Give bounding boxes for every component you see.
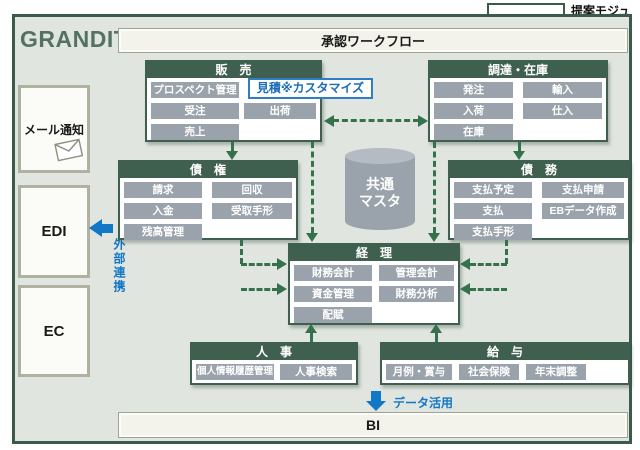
module-button: 管理会計 bbox=[379, 265, 454, 281]
arrow-procurement-accounting-head bbox=[428, 233, 440, 242]
arrow-receivables-accounting-h2 bbox=[241, 288, 278, 291]
module-sales: 販 売 プロスペクト管理 受注 出荷 売上 bbox=[145, 60, 322, 142]
module-button: 仕入 bbox=[523, 103, 602, 119]
module-payroll-body: 月例・賞与 社会保険 年末調整 bbox=[382, 360, 628, 383]
arrow-sales-procurement-left-head bbox=[324, 115, 334, 127]
mail-notification-box: メール通知 bbox=[18, 85, 90, 173]
module-button: 月例・賞与 bbox=[386, 364, 452, 380]
external-link-label: 外部連携 bbox=[112, 238, 126, 294]
module-button: 支払手形 bbox=[454, 224, 532, 240]
module-payroll: 月例・賞与 社会保険 年末調整 給 与 bbox=[380, 342, 630, 385]
arrow-receivables-accounting-head2 bbox=[277, 283, 287, 295]
module-button: 社会保険 bbox=[459, 364, 519, 380]
module-receivables-title: 債 権 bbox=[120, 162, 296, 178]
arrow-receivables-accounting-v bbox=[240, 240, 243, 264]
module-hr-title: 人 事 bbox=[192, 344, 356, 360]
ec-box: EC bbox=[18, 285, 90, 377]
module-button: 受注 bbox=[151, 103, 239, 119]
arrow-receivables-accounting-head1 bbox=[277, 258, 287, 270]
module-button: 輸入 bbox=[523, 82, 602, 98]
arrow-procurement-accounting-line bbox=[433, 142, 436, 233]
envelope-icon bbox=[54, 138, 84, 165]
arrow-sales-receivables-line bbox=[231, 142, 234, 152]
arrow-payables-accounting-head2 bbox=[460, 283, 470, 295]
arrow-payables-accounting-h2 bbox=[470, 288, 507, 291]
module-button: 資金管理 bbox=[294, 286, 372, 302]
bi-bar: BI bbox=[118, 412, 628, 438]
edi-label: EDI bbox=[41, 223, 67, 240]
module-payroll-title: 給 与 bbox=[382, 344, 628, 360]
module-hr: 人 事 個人情報履歴管理 人事検索 bbox=[190, 342, 358, 385]
module-payables-title: 債 務 bbox=[450, 162, 628, 178]
arrow-receivables-accounting-h1 bbox=[241, 263, 278, 266]
arrow-payables-accounting-head1 bbox=[460, 258, 470, 270]
ec-label: EC bbox=[43, 322, 65, 340]
data-usage-arrow-icon bbox=[366, 401, 386, 411]
module-hr-body: 個人情報履歴管理 人事検索 bbox=[192, 360, 356, 383]
module-button: 入金 bbox=[124, 203, 202, 219]
mail-notification-label: メール通知 bbox=[23, 122, 84, 137]
module-receivables: 債 権 請求 回収 入金 受取手形 残高管理 bbox=[118, 160, 298, 240]
arrow-hr-accounting-line bbox=[310, 333, 313, 342]
module-button: プロスペクト管理 bbox=[151, 82, 239, 98]
arrow-sales-receivables-head bbox=[226, 151, 238, 160]
module-button: 発注 bbox=[434, 82, 513, 98]
module-button: 請求 bbox=[124, 182, 202, 198]
arrow-sales-accounting-head bbox=[306, 233, 318, 242]
arrow-payables-accounting-h1 bbox=[470, 263, 507, 266]
approval-workflow-label: 承認ワークフロー bbox=[320, 34, 425, 49]
arrow-payroll-accounting-head bbox=[430, 324, 442, 333]
module-button: 財務会計 bbox=[294, 265, 372, 281]
module-accounting-title: 経 理 bbox=[290, 245, 458, 261]
module-button: 在庫 bbox=[434, 124, 513, 140]
module-receivables-body: 請求 回収 入金 受取手形 残高管理 bbox=[120, 178, 296, 243]
common-master-label: 共通 マスタ bbox=[359, 176, 401, 209]
module-procurement: 調達・在庫 発注 輸入 入荷 仕入 在庫 bbox=[428, 60, 608, 142]
data-usage-label: データ活用 bbox=[393, 396, 454, 410]
module-button: 支払申請 bbox=[542, 182, 624, 198]
arrow-payables-accounting-v bbox=[505, 240, 508, 264]
module-button: EBデータ作成 bbox=[542, 203, 624, 219]
arrow-payroll-accounting-line bbox=[435, 333, 438, 342]
module-sales-body: プロスペクト管理 受注 出荷 売上 bbox=[147, 78, 320, 143]
module-button: 年末調整 bbox=[526, 364, 586, 380]
external-link-arrow-bar bbox=[102, 224, 113, 233]
data-usage-arrow-bar bbox=[371, 391, 381, 401]
module-button: 出荷 bbox=[244, 103, 316, 119]
module-button: 財務分析 bbox=[379, 286, 454, 302]
module-button: 個人情報履歴管理 bbox=[196, 364, 274, 380]
module-button: 人事検索 bbox=[280, 364, 352, 380]
module-button: 配賦 bbox=[294, 307, 372, 323]
external-link-arrow-icon bbox=[89, 219, 102, 237]
module-procurement-body: 発注 輸入 入荷 仕入 在庫 bbox=[430, 78, 606, 143]
module-sales-title: 販 売 bbox=[147, 62, 320, 78]
module-button: 支払予定 bbox=[454, 182, 532, 198]
arrow-procurement-payables-head bbox=[513, 151, 525, 160]
module-button: 支払 bbox=[454, 203, 532, 219]
arrow-sales-accounting-line bbox=[311, 142, 314, 233]
module-payables-body: 支払予定 支払申請 支払 EBデータ作成 支払手形 bbox=[450, 178, 628, 243]
module-button: 売上 bbox=[151, 124, 239, 140]
module-accounting-body: 財務会計 管理会計 資金管理 財務分析 配賦 bbox=[290, 261, 458, 326]
grandit-logo: GRANDIT bbox=[20, 26, 129, 52]
arrow-procurement-payables-line bbox=[518, 142, 521, 152]
arrow-sales-procurement-right-head bbox=[418, 115, 428, 127]
bi-label: BI bbox=[366, 417, 380, 433]
module-accounting: 経 理 財務会計 管理会計 資金管理 財務分析 配賦 bbox=[288, 243, 460, 325]
module-button-proposed-estimate: 見積※カスタマイズ bbox=[248, 78, 373, 99]
arrow-sales-procurement-line bbox=[333, 119, 419, 122]
module-procurement-title: 調達・在庫 bbox=[430, 62, 606, 78]
module-button: 受取手形 bbox=[212, 203, 292, 219]
common-master-database-icon: 共通 マスタ bbox=[345, 148, 415, 237]
module-button: 入荷 bbox=[434, 103, 513, 119]
approval-workflow-bar: 承認ワークフロー bbox=[118, 28, 628, 53]
arrow-hr-accounting-head bbox=[305, 324, 317, 333]
module-payables: 債 務 支払予定 支払申請 支払 EBデータ作成 支払手形 bbox=[448, 160, 630, 240]
module-button: 回収 bbox=[212, 182, 292, 198]
edi-box: EDI bbox=[18, 185, 90, 278]
module-button: 残高管理 bbox=[124, 224, 202, 240]
